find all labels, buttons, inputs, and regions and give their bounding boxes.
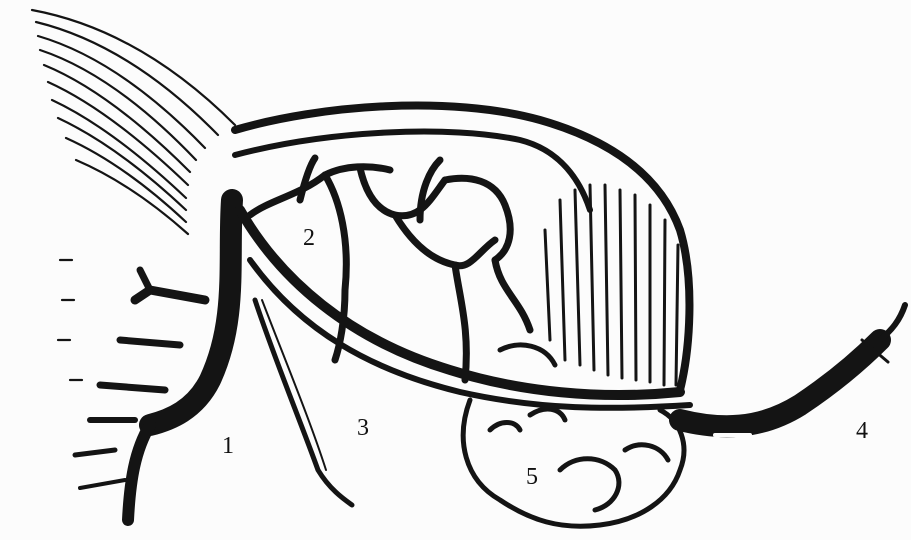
label-4: 4 <box>856 419 868 443</box>
label-3: 3 <box>357 416 369 440</box>
label-5: 5 <box>526 465 538 489</box>
fan-hatching <box>32 10 235 380</box>
left-vessel <box>75 200 232 520</box>
label-1: 1 <box>222 434 234 458</box>
thin-duct <box>255 300 352 505</box>
sac-striations <box>545 185 678 385</box>
label-2: 2 <box>303 226 315 250</box>
right-tube <box>680 305 905 435</box>
